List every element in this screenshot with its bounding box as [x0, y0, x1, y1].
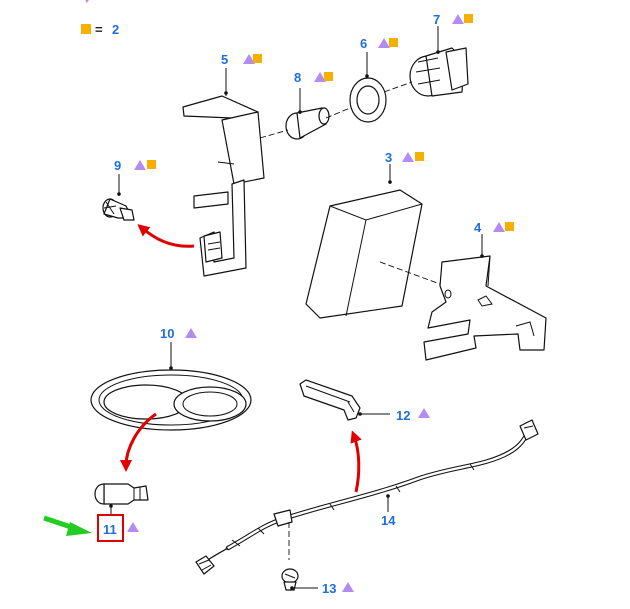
triangle-marker-icon — [378, 38, 390, 48]
green-pointer-arrow-icon — [43, 515, 92, 536]
triangle-marker-icon — [127, 522, 139, 532]
callout-7: 7 — [433, 12, 440, 27]
callout-12: 12 — [396, 408, 410, 423]
callout-11: 11 — [103, 522, 117, 537]
highlight-box — [97, 514, 124, 542]
callout-8: 8 — [294, 70, 301, 85]
square-marker-icon — [147, 160, 156, 169]
part-12-clip[interactable] — [299, 379, 361, 421]
square-marker-icon — [324, 72, 333, 81]
square-marker-icon — [464, 14, 473, 23]
triangle-marker-icon — [185, 328, 197, 338]
callout-14: 14 — [381, 513, 396, 528]
callout-10: 10 — [160, 326, 174, 341]
triangle-marker-icon — [342, 582, 354, 592]
callout-9: 9 — [114, 158, 121, 173]
part-10-gasket[interactable] — [90, 369, 252, 431]
assembly-line — [379, 261, 441, 285]
triangle-marker-icon — [314, 72, 326, 82]
part-11-bulb[interactable] — [94, 483, 149, 505]
part-4-plate[interactable] — [423, 255, 547, 361]
square-marker-icon — [505, 222, 514, 231]
part-9-screw[interactable] — [102, 198, 135, 221]
part-3-lens[interactable] — [305, 189, 423, 319]
legend: = 2 — [81, 0, 119, 37]
triangle-marker-icon — [452, 14, 464, 24]
callout-13: 13 — [322, 581, 336, 596]
part-8-bulb[interactable] — [285, 107, 330, 140]
square-marker-icon — [253, 54, 262, 63]
square-marker-icon — [415, 152, 424, 161]
part-5-bracket[interactable] — [182, 95, 265, 277]
red-arrow-9 — [137, 224, 195, 248]
part-6-gasket[interactable] — [349, 77, 387, 123]
square-marker-icon — [389, 38, 398, 47]
triangle-marker-icon — [418, 408, 430, 418]
triangle-marker-icon — [493, 222, 505, 232]
triangle-marker-icon — [134, 160, 146, 170]
red-arrow-12 — [350, 430, 362, 493]
triangle-marker-icon — [85, 0, 89, 3]
red-arrow-10 — [120, 412, 157, 472]
triangle-marker-icon — [402, 152, 414, 162]
square-marker-icon — [81, 24, 91, 34]
callout-6: 6 — [360, 36, 367, 51]
triangle-marker-icon — [243, 54, 255, 64]
legend-equals: = — [95, 22, 103, 37]
callout-3: 3 — [385, 150, 392, 165]
part-13-screw[interactable] — [281, 522, 299, 591]
callout-4: 4 — [474, 220, 482, 235]
assembly-line — [259, 81, 413, 139]
callout-5: 5 — [221, 52, 228, 67]
legend-value: 2 — [112, 22, 119, 37]
part-14-harness[interactable] — [195, 419, 539, 575]
part-7-socket[interactable] — [409, 47, 469, 97]
